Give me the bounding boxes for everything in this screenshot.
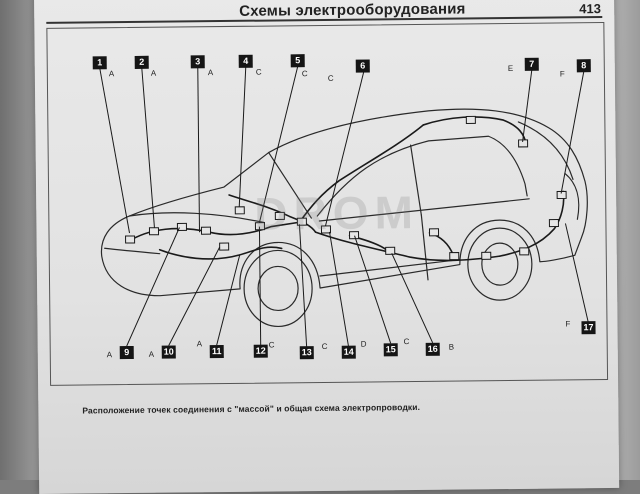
connector-letter-17: F bbox=[565, 319, 571, 329]
leader-7 bbox=[522, 69, 533, 142]
rear-wheel-hub bbox=[481, 242, 519, 286]
figure-caption: Расположение точек соединения с "массой"… bbox=[82, 401, 421, 416]
connector-number-13: 13 bbox=[299, 346, 314, 360]
leader-2 bbox=[141, 67, 155, 228]
connector-number-11: 11 bbox=[209, 345, 224, 359]
watermark: DROM bbox=[254, 185, 420, 240]
connector-number-8: 8 bbox=[576, 59, 591, 73]
connector-letter-5: C bbox=[301, 69, 308, 79]
leader-1 bbox=[99, 68, 131, 234]
dash-harness bbox=[228, 194, 317, 233]
connector-letter-2: A bbox=[150, 68, 157, 78]
connector-letter-15: C bbox=[403, 337, 410, 347]
connector-number-15: 15 bbox=[383, 343, 398, 357]
sill-line bbox=[319, 258, 461, 277]
connector-letter-12: C bbox=[268, 340, 275, 350]
leader-6 bbox=[324, 71, 365, 227]
rear-window bbox=[517, 121, 574, 180]
leader-5 bbox=[258, 66, 299, 223]
connector-letter-1: A bbox=[108, 69, 115, 79]
roof-harness bbox=[422, 116, 528, 147]
floor-harness bbox=[314, 231, 501, 262]
rear-harness bbox=[498, 190, 565, 257]
windshield bbox=[268, 151, 312, 219]
connector-letter-4: C bbox=[255, 67, 262, 77]
connector-letter-10: A bbox=[148, 349, 155, 359]
rear-light bbox=[564, 172, 580, 220]
connector-letter-14: D bbox=[360, 339, 367, 349]
front-wheel bbox=[243, 249, 313, 328]
side-window bbox=[316, 135, 528, 217]
connector-number-17: 17 bbox=[581, 321, 596, 335]
leader-10 bbox=[168, 246, 221, 346]
front-wheel-hub bbox=[257, 265, 299, 312]
connector-number-5: 5 bbox=[290, 54, 305, 68]
connector-number-9: 9 bbox=[119, 345, 134, 360]
leader-12 bbox=[258, 226, 262, 347]
page-number: 413 bbox=[579, 1, 601, 17]
connector-number-7: 7 bbox=[524, 57, 539, 71]
car-wiring-drawing bbox=[99, 66, 589, 349]
connector-number-16: 16 bbox=[425, 342, 440, 356]
book-page: Схемы электрооборудования 413 bbox=[34, 0, 620, 494]
a-pillar-harness bbox=[298, 124, 425, 224]
connector-letter-3: A bbox=[207, 68, 214, 78]
connector-letter-11: A bbox=[196, 339, 203, 349]
connector-number-2: 2 bbox=[134, 55, 149, 69]
connector-number-1: 1 bbox=[92, 56, 107, 70]
door-line bbox=[318, 198, 530, 222]
connector-number-4: 4 bbox=[238, 54, 253, 68]
leader-16 bbox=[391, 253, 434, 344]
connector-letter-9: A bbox=[106, 350, 113, 360]
connector-number-3: 3 bbox=[190, 55, 205, 69]
door-seam bbox=[420, 214, 429, 281]
connector-number-6: 6 bbox=[355, 59, 370, 73]
connector-number-10: 10 bbox=[161, 345, 176, 359]
connector-letter-7: E bbox=[507, 63, 514, 74]
connector-number-14: 14 bbox=[341, 345, 356, 359]
leader-14 bbox=[329, 231, 350, 348]
connector-letter-16: B bbox=[448, 342, 455, 352]
connector-letter-6: C bbox=[327, 73, 334, 83]
leader-9 bbox=[126, 227, 180, 347]
leader-3 bbox=[197, 67, 201, 233]
connector-letter-13: C bbox=[321, 341, 328, 352]
leader-15 bbox=[354, 235, 392, 344]
b-pillar bbox=[410, 144, 422, 216]
leader-4 bbox=[238, 66, 247, 207]
hood-line bbox=[128, 212, 266, 224]
rear-wheel bbox=[467, 227, 533, 301]
leader-13 bbox=[298, 224, 308, 349]
connector-number-12: 12 bbox=[253, 344, 268, 358]
bumper-line bbox=[104, 247, 161, 255]
connector-letter-8: F bbox=[559, 69, 565, 79]
leader-8 bbox=[560, 71, 585, 194]
leader-11 bbox=[216, 254, 241, 346]
leader-17 bbox=[564, 223, 589, 324]
